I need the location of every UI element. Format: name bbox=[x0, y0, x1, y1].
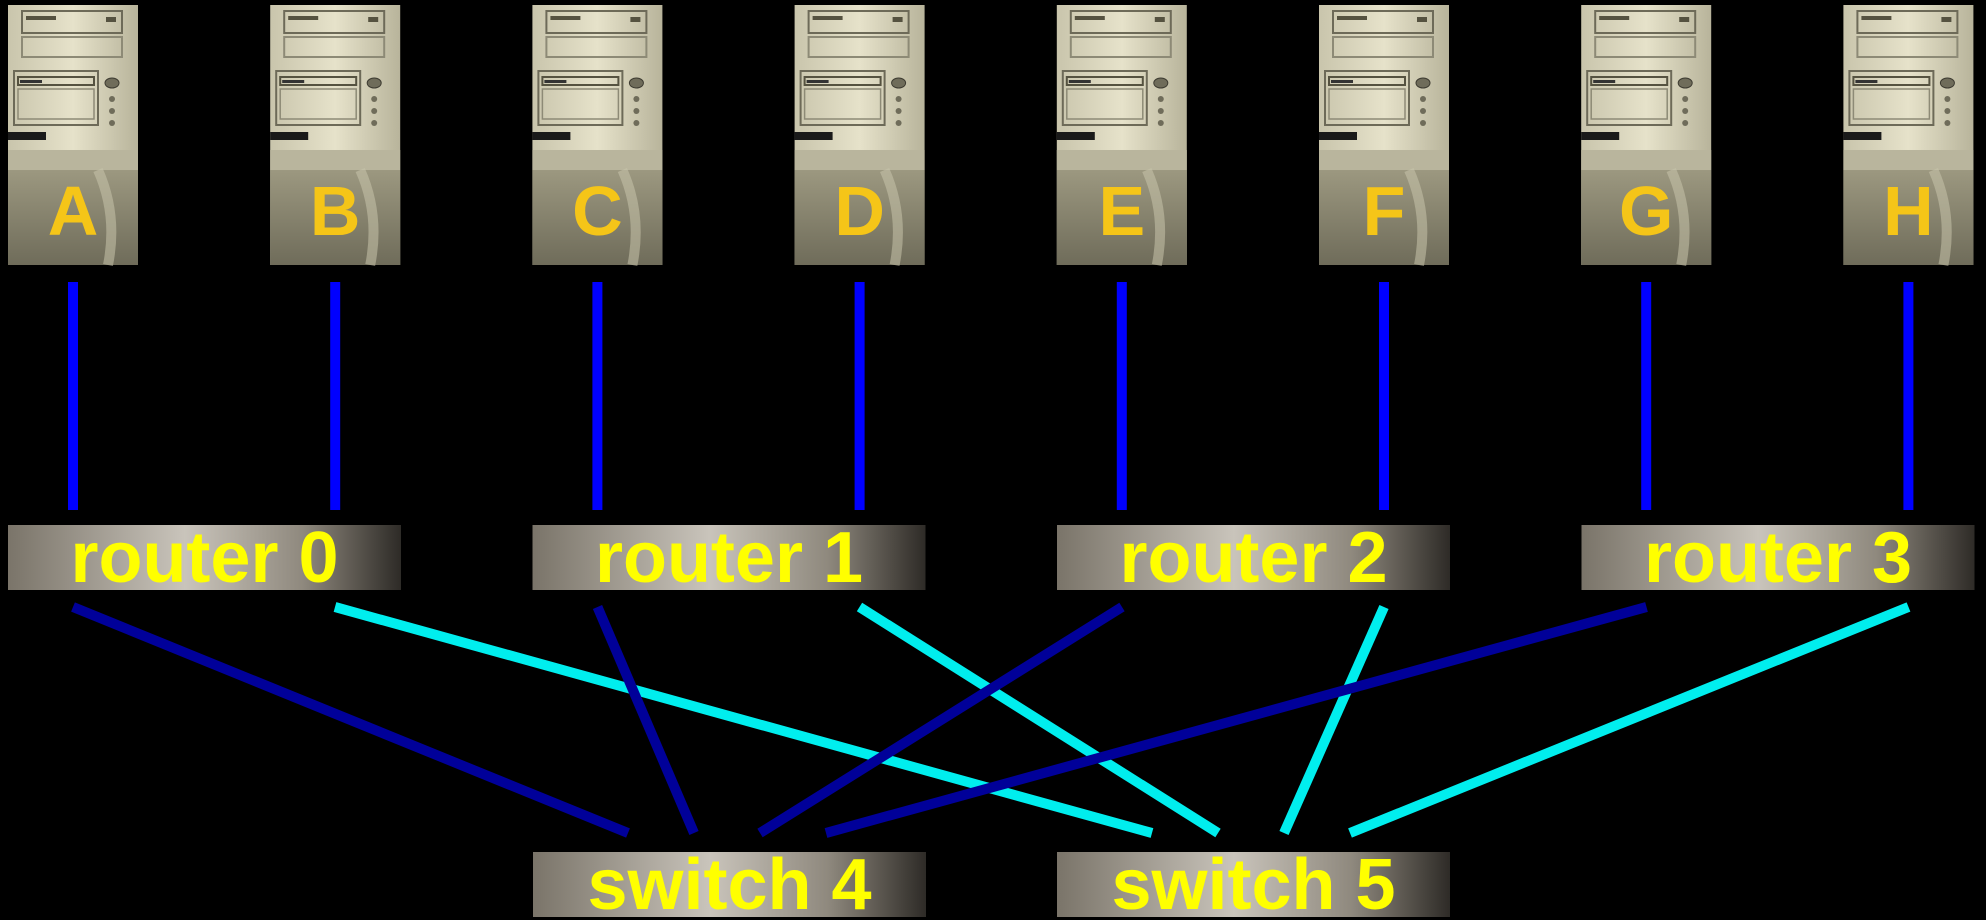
router-label: router 1 bbox=[595, 518, 863, 598]
switch-4: switch 4 bbox=[533, 845, 926, 920]
link-router-1-to-switch-5 bbox=[856, 602, 1221, 838]
switches-layer: switch 4 switch 5 bbox=[533, 845, 1450, 920]
computer-label: H bbox=[1883, 172, 1934, 250]
router-box bbox=[532, 525, 926, 590]
computer-label: G bbox=[1619, 172, 1673, 250]
router-0: router 0 bbox=[8, 518, 401, 598]
link-router-3-to-switch-5 bbox=[1348, 602, 1911, 838]
router-box bbox=[8, 525, 401, 590]
router-box bbox=[1581, 525, 1975, 590]
link-router-2-to-switch-5 bbox=[1279, 604, 1389, 836]
routers-layer: router 0 router 1 router 2 router 3 bbox=[8, 518, 1975, 598]
switch-box bbox=[533, 852, 926, 917]
computer-label: F bbox=[1363, 172, 1406, 250]
switch-label: switch 5 bbox=[1111, 845, 1395, 920]
computer-label: E bbox=[1098, 172, 1145, 250]
computer-tower-icon bbox=[794, 5, 925, 266]
computer-f: F bbox=[1319, 5, 1449, 266]
links-layer bbox=[68, 282, 1914, 838]
computer-tower-icon bbox=[1056, 5, 1187, 266]
router-label: router 3 bbox=[1644, 518, 1912, 598]
switch-label: switch 4 bbox=[587, 845, 871, 920]
router-label: router 0 bbox=[70, 518, 338, 598]
computer-b: B bbox=[270, 5, 401, 266]
router-label: router 2 bbox=[1119, 518, 1387, 598]
computer-label: C bbox=[572, 172, 623, 250]
computer-tower-icon bbox=[270, 5, 401, 266]
link-router-0-to-switch-5 bbox=[333, 602, 1154, 838]
router-box bbox=[1057, 525, 1450, 590]
computer-h: H bbox=[1843, 5, 1974, 266]
computer-label: B bbox=[310, 172, 361, 250]
router-3: router 3 bbox=[1581, 518, 1975, 598]
computers-layer: A B C D E F G H bbox=[8, 5, 1974, 266]
computer-tower-icon bbox=[8, 5, 138, 266]
switch-5: switch 5 bbox=[1057, 845, 1450, 920]
computer-label: A bbox=[48, 172, 99, 250]
computer-tower-icon bbox=[532, 5, 663, 266]
link-router-2-to-switch-4 bbox=[757, 602, 1125, 838]
computer-a: A bbox=[8, 5, 138, 266]
computer-c: C bbox=[532, 5, 663, 266]
computer-g: G bbox=[1581, 5, 1712, 266]
link-router-1-to-switch-4 bbox=[592, 605, 699, 835]
computer-e: E bbox=[1056, 5, 1187, 266]
computer-tower-icon bbox=[1319, 5, 1449, 266]
link-router-3-to-switch-4 bbox=[824, 602, 1648, 838]
router-2: router 2 bbox=[1057, 518, 1450, 598]
link-router-0-to-switch-4 bbox=[71, 602, 630, 838]
computer-tower-icon bbox=[1843, 5, 1974, 266]
computer-tower-icon bbox=[1581, 5, 1712, 266]
switch-box bbox=[1057, 852, 1450, 917]
computer-label: D bbox=[834, 172, 885, 250]
router-1: router 1 bbox=[532, 518, 926, 598]
computer-d: D bbox=[794, 5, 925, 266]
